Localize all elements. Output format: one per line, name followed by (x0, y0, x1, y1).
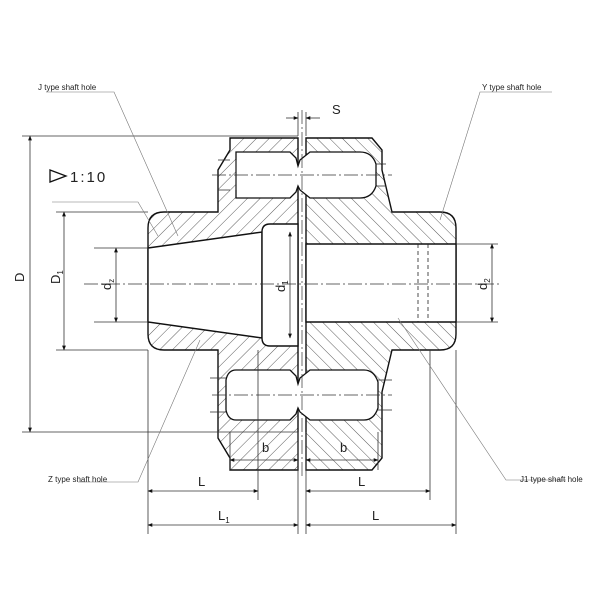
L-left-label: L (198, 474, 205, 489)
bottom-pin (210, 369, 392, 421)
leader-lines (46, 91, 566, 483)
L-bottom-right-label: L (372, 508, 379, 523)
D1-label: D1 (48, 270, 65, 284)
s-label: S (332, 102, 341, 117)
D-label: D (12, 273, 27, 282)
taper-symbol-icon (49, 169, 68, 183)
top-pin (212, 151, 392, 199)
y-type-label: Y type shaft hole (482, 83, 542, 92)
d1-label: d1 (273, 280, 290, 292)
dimension-lines (28, 116, 494, 527)
d2-label: d2 (475, 278, 492, 290)
b-left-label: b (262, 440, 269, 455)
z-type-label: Z type shaft hole (48, 475, 108, 484)
j1-type-label: J1 type shaft hole (520, 475, 583, 484)
dz-label: dz (99, 279, 116, 290)
L1-label: L1 (218, 508, 230, 525)
b-right-label: b (340, 440, 347, 455)
y-bore-hidden-lines (417, 244, 429, 322)
taper-label: 1:10 (70, 169, 107, 186)
j-type-label: J type shaft hole (38, 83, 97, 92)
L-right-label: L (358, 474, 365, 489)
